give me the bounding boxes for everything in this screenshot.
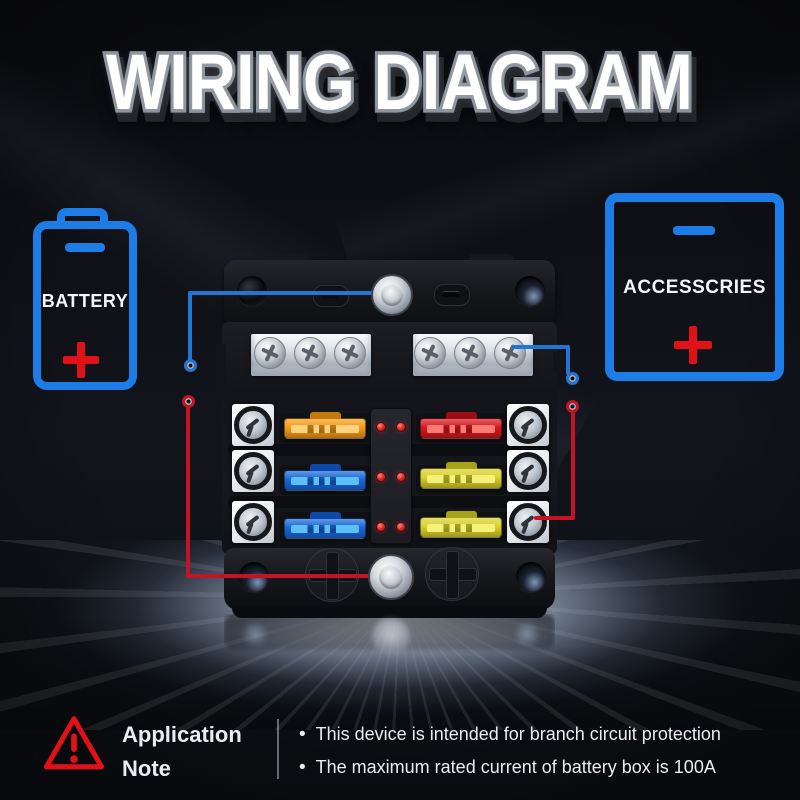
- terminal-screw: [234, 452, 272, 490]
- accessories-label: ACCESSCRIES: [623, 277, 766, 298]
- screw-terminal: [507, 404, 549, 446]
- battery-positive-icon: [63, 342, 99, 378]
- warning-icon: [43, 716, 105, 770]
- fuse-window: [291, 425, 359, 433]
- fuse-orange: [284, 412, 366, 439]
- fuse-block-top-ridge: [468, 254, 514, 264]
- fuse-yellow: [420, 462, 502, 489]
- bus-screw: [454, 337, 486, 369]
- fuse-block-top-ridge: [262, 254, 308, 264]
- application-note-heading: Application Note: [122, 718, 242, 786]
- led-indicator: [396, 422, 406, 432]
- screw-terminal: [507, 501, 549, 543]
- battery-terminal-cap: [57, 208, 108, 226]
- application-note-heading-line1: Application: [122, 722, 242, 747]
- screw-terminal: [507, 450, 549, 492]
- fuse-blue: [284, 512, 366, 539]
- note-divider: [277, 719, 279, 779]
- note-item: • This device is intended for branch cir…: [299, 718, 721, 751]
- fuse-tab: [446, 412, 477, 419]
- bullet-icon: •: [299, 724, 306, 745]
- terminal-screw: [234, 406, 272, 444]
- application-note-list: • This device is intended for branch cir…: [299, 718, 721, 784]
- page-title: WIRING DIAGRAM WIRING DIAGRAM WIRING DIA…: [0, 30, 800, 139]
- mount-hole-top-right: [515, 276, 545, 306]
- note-item: • The maximum rated current of battery b…: [299, 751, 721, 784]
- note-item-text: This device is intended for branch circu…: [315, 724, 721, 744]
- screw-terminal: [232, 501, 274, 543]
- fuse-window: [427, 425, 495, 433]
- bullet-icon: •: [299, 757, 306, 778]
- battery-negative-icon: [65, 243, 105, 252]
- negative-wire-segment: [188, 291, 388, 295]
- led-indicator: [376, 522, 386, 532]
- fuse-tab: [446, 462, 477, 469]
- fuse-yellow: [420, 511, 502, 538]
- bus-screw: [414, 337, 446, 369]
- fuse-block-side-tab: [553, 352, 563, 372]
- led-indicator: [396, 472, 406, 482]
- page-title-shadow-layer: WIRING DIAGRAM: [106, 40, 702, 139]
- negative-wire-segment: [566, 345, 570, 375]
- fuse-window: [291, 525, 359, 533]
- positive-wire-node-battery: [182, 395, 195, 408]
- battery-label: BATTERY: [41, 291, 129, 311]
- positive-wire-segment: [186, 574, 384, 578]
- terminal-screw: [509, 503, 547, 541]
- fuse-tab: [310, 464, 341, 471]
- fuse-blue: [284, 464, 366, 491]
- fuse-window: [427, 524, 495, 532]
- positive-wire-segment: [186, 406, 190, 578]
- fuse-tab: [310, 412, 341, 419]
- bus-screw: [294, 337, 326, 369]
- negative-wire-segment: [512, 345, 570, 349]
- accessories-negative-icon: [673, 226, 715, 235]
- negative-wire-node-battery: [184, 359, 197, 372]
- battery-icon: [33, 221, 137, 390]
- fuse-block-side-tab: [216, 344, 226, 390]
- page-title-text: WIRING DIAGRAM: [106, 37, 694, 127]
- bus-screw: [494, 337, 526, 369]
- screw-terminal: [232, 404, 274, 446]
- accessories-box: [605, 193, 784, 381]
- fuse-window: [291, 477, 359, 485]
- negative-bus-stud-cap: [381, 284, 403, 306]
- screw-terminal: [232, 450, 274, 492]
- fuse-red: [420, 412, 502, 439]
- terminal-screw: [509, 406, 547, 444]
- accessories-positive-icon: [674, 326, 712, 364]
- application-note-heading-line2: Note: [122, 756, 171, 781]
- page-title-outline-layer: WIRING DIAGRAM: [103, 34, 696, 130]
- led-indicator: [376, 422, 386, 432]
- positive-bus-stud-cap: [379, 565, 403, 589]
- terminal-screw: [509, 452, 547, 490]
- positive-wire-segment: [534, 516, 575, 520]
- fuse-tab: [310, 512, 341, 519]
- top-cap-slot-slit: [442, 291, 460, 297]
- fuse-block-reflection: [224, 614, 555, 686]
- positive-wire-segment: [571, 412, 575, 520]
- mount-hole-bottom-right: [516, 562, 546, 592]
- negative-wire-segment: [188, 291, 192, 363]
- led-indicator: [396, 522, 406, 532]
- fuse-window: [427, 475, 495, 483]
- terminal-screw: [234, 503, 272, 541]
- bus-screw: [254, 337, 286, 369]
- positive-wire-node-accessories: [566, 400, 579, 413]
- bus-screw: [334, 337, 366, 369]
- led-indicator: [376, 472, 386, 482]
- cross-slot: [429, 551, 477, 599]
- note-item-text: The maximum rated current of battery box…: [315, 757, 716, 777]
- negative-wire-node-accessories: [566, 372, 579, 385]
- fuse-tab: [446, 511, 477, 518]
